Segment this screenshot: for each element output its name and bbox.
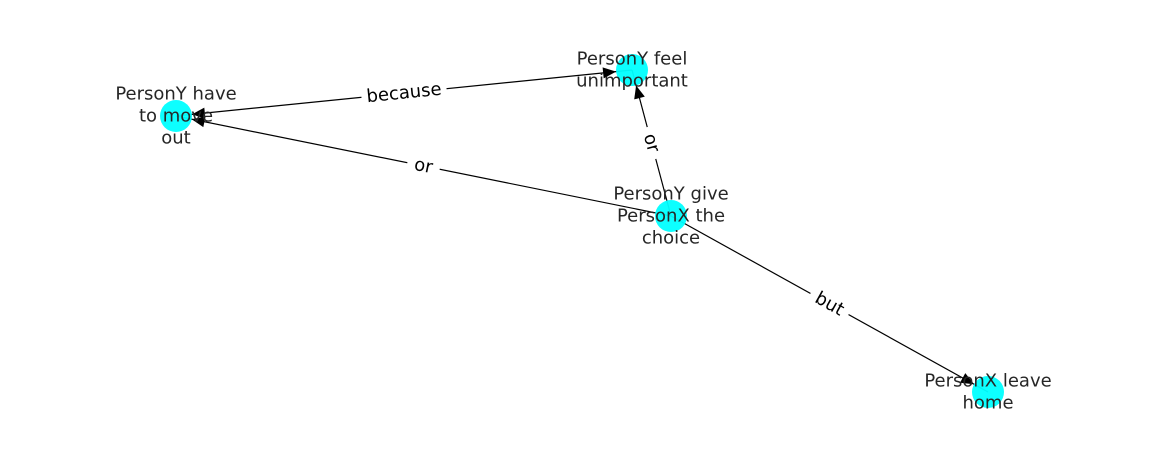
edge-arrowhead bbox=[191, 107, 206, 119]
node-label-line: out bbox=[161, 128, 190, 149]
node-label-line: PersonY feel bbox=[577, 49, 688, 70]
edge-label-background bbox=[804, 282, 855, 326]
node-circle bbox=[655, 200, 687, 232]
node-label-line: PersonX the bbox=[617, 206, 725, 227]
node-label-line: PersonY give bbox=[613, 184, 728, 205]
edge-arrowhead bbox=[960, 373, 974, 385]
node-circle bbox=[160, 100, 192, 132]
edge-label-group: or bbox=[634, 123, 669, 163]
edge-label-background bbox=[360, 75, 448, 111]
edge-label-group: but bbox=[804, 282, 855, 326]
edges-layer bbox=[175, 67, 989, 393]
node-label-line: unimportant bbox=[576, 71, 688, 92]
edge-label-group: because bbox=[360, 75, 448, 111]
node-label-line: PersonY have bbox=[115, 84, 236, 105]
edge-label-group: or bbox=[404, 149, 443, 183]
edge-labels-layer: because or or but bbox=[360, 75, 855, 326]
node-circle bbox=[616, 54, 648, 86]
node-label-line: choice bbox=[642, 228, 700, 249]
nodes-layer bbox=[160, 54, 1004, 408]
edge-label-background bbox=[634, 123, 669, 163]
edge-label-background bbox=[404, 149, 443, 183]
node-circle bbox=[972, 376, 1004, 408]
edge-label: or bbox=[639, 131, 664, 155]
edge-arrowhead bbox=[602, 67, 617, 79]
node-label-line: home bbox=[962, 393, 1013, 414]
edge-label: or bbox=[412, 154, 435, 178]
edge-arrowhead bbox=[191, 116, 206, 128]
node-label-line: to move bbox=[139, 106, 213, 127]
edge-arrowhead bbox=[634, 85, 645, 100]
node-label-line: PersonX leave bbox=[924, 371, 1051, 392]
